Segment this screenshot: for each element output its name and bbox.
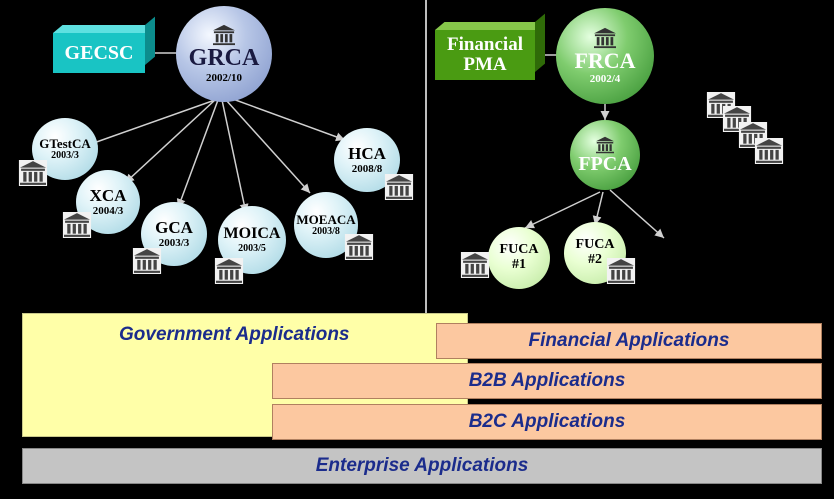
hca-date: 2008/8 bbox=[351, 162, 383, 175]
moica-date: 2003/5 bbox=[238, 242, 266, 254]
financial-pma-line2: PMA bbox=[463, 54, 507, 75]
government-applications-label: Government Applications bbox=[119, 324, 350, 345]
frca-node: FRCA 2002/4 bbox=[556, 8, 654, 104]
b2b-applications-layer: B2B Applications bbox=[272, 363, 822, 399]
frca-date: 2002/4 bbox=[589, 72, 621, 85]
moeaca-date: 2003/8 bbox=[312, 226, 340, 238]
bank-building-icon bbox=[594, 28, 616, 49]
xca-date: 2004/3 bbox=[92, 204, 124, 217]
b2b-applications-label: B2B Applications bbox=[468, 370, 626, 391]
b2c-applications-layer: B2C Applications bbox=[272, 404, 822, 440]
fpca-name: FPCA bbox=[578, 152, 632, 175]
financial-applications-layer: Financial Applications bbox=[436, 323, 822, 359]
fpca-fuca2-arrow bbox=[592, 191, 604, 226]
financial-pma-line1: Financial bbox=[446, 34, 523, 56]
bank-building-icon bbox=[344, 234, 374, 260]
moica-name: MOICA bbox=[223, 225, 281, 243]
gecsc-label: GECSC bbox=[64, 41, 134, 64]
fuca2-num: #2 bbox=[588, 252, 602, 267]
enterprise-applications-layer: Enterprise Applications bbox=[22, 448, 822, 484]
financial-applications-label: Financial Applications bbox=[528, 330, 730, 351]
gca-name: GCA bbox=[155, 218, 193, 238]
financial-pma-box: Financial PMA bbox=[435, 30, 535, 80]
fuca1-node: FUCA #1 bbox=[488, 227, 550, 289]
frca-name: FRCA bbox=[574, 48, 636, 74]
gca-date: 2003/3 bbox=[158, 236, 190, 249]
hca-node: HCA 2008/8 bbox=[334, 128, 400, 192]
grca-gtestca-arrow bbox=[87, 99, 216, 147]
fuca1-name: FUCA bbox=[499, 242, 539, 258]
grca-hca-arrow bbox=[229, 97, 346, 142]
bank-building-icon bbox=[596, 136, 614, 153]
bank-building-icon bbox=[384, 174, 414, 200]
enterprise-applications-label: Enterprise Applications bbox=[315, 455, 529, 476]
gecsc-box: GECSC bbox=[53, 33, 145, 73]
grca-moeaca-arrow bbox=[225, 99, 311, 194]
bank-building-icon bbox=[62, 212, 92, 238]
fpca-fuca1-arrow bbox=[524, 191, 601, 229]
bank-building-icon bbox=[213, 25, 235, 46]
grca-node: GRCA 2002/10 bbox=[176, 6, 272, 102]
gtestca-date: 2003/3 bbox=[51, 150, 79, 162]
b2c-applications-label: B2C Applications bbox=[468, 411, 626, 432]
grca-moica-arrow bbox=[221, 99, 249, 214]
fpca-node: FPCA bbox=[570, 120, 640, 190]
bank-building-icon bbox=[460, 252, 490, 278]
moeaca-name: MOEACA bbox=[296, 211, 356, 227]
bank-building-icon bbox=[132, 248, 162, 274]
bank-building-icon bbox=[606, 258, 636, 284]
bank-building-icon bbox=[18, 160, 48, 186]
grca-gca-arrow bbox=[176, 99, 219, 209]
xca-name: XCA bbox=[89, 186, 127, 206]
xca-node: XCA 2004/3 bbox=[76, 170, 140, 234]
bank-building-icon bbox=[214, 258, 244, 284]
grca-name: GRCA bbox=[188, 45, 260, 72]
hca-name: HCA bbox=[348, 144, 386, 164]
fuca1-num: #1 bbox=[512, 257, 526, 272]
grca-xca-arrow bbox=[124, 99, 216, 184]
grca-date: 2002/10 bbox=[205, 71, 243, 84]
section-divider bbox=[425, 0, 427, 318]
gtestca-name: GTestCA bbox=[39, 135, 91, 151]
fpca-more-arrow bbox=[609, 189, 665, 239]
fuca2-name: FUCA bbox=[575, 237, 615, 253]
bank-building-icon bbox=[754, 138, 784, 164]
fuca2-node: FUCA #2 bbox=[564, 222, 626, 284]
